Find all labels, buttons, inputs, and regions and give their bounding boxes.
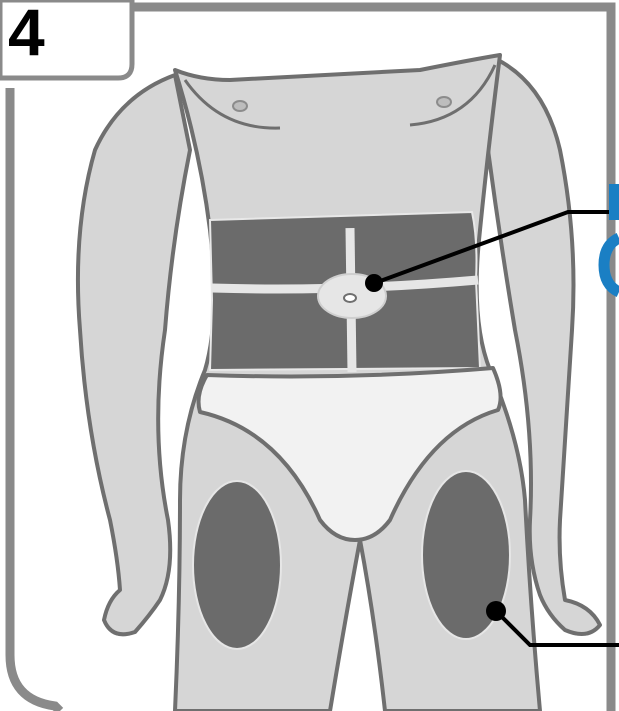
callout-dot-icon: [365, 274, 383, 292]
left-nipple: [233, 101, 247, 111]
callout-dot-icon: [486, 601, 506, 621]
step-number: 4: [8, 0, 45, 69]
label-accent-bar: [609, 184, 619, 220]
left-arm: [78, 75, 190, 634]
left-thigh-zone: [193, 481, 281, 649]
navel-icon: [344, 294, 356, 302]
right-nipple: [437, 97, 451, 107]
